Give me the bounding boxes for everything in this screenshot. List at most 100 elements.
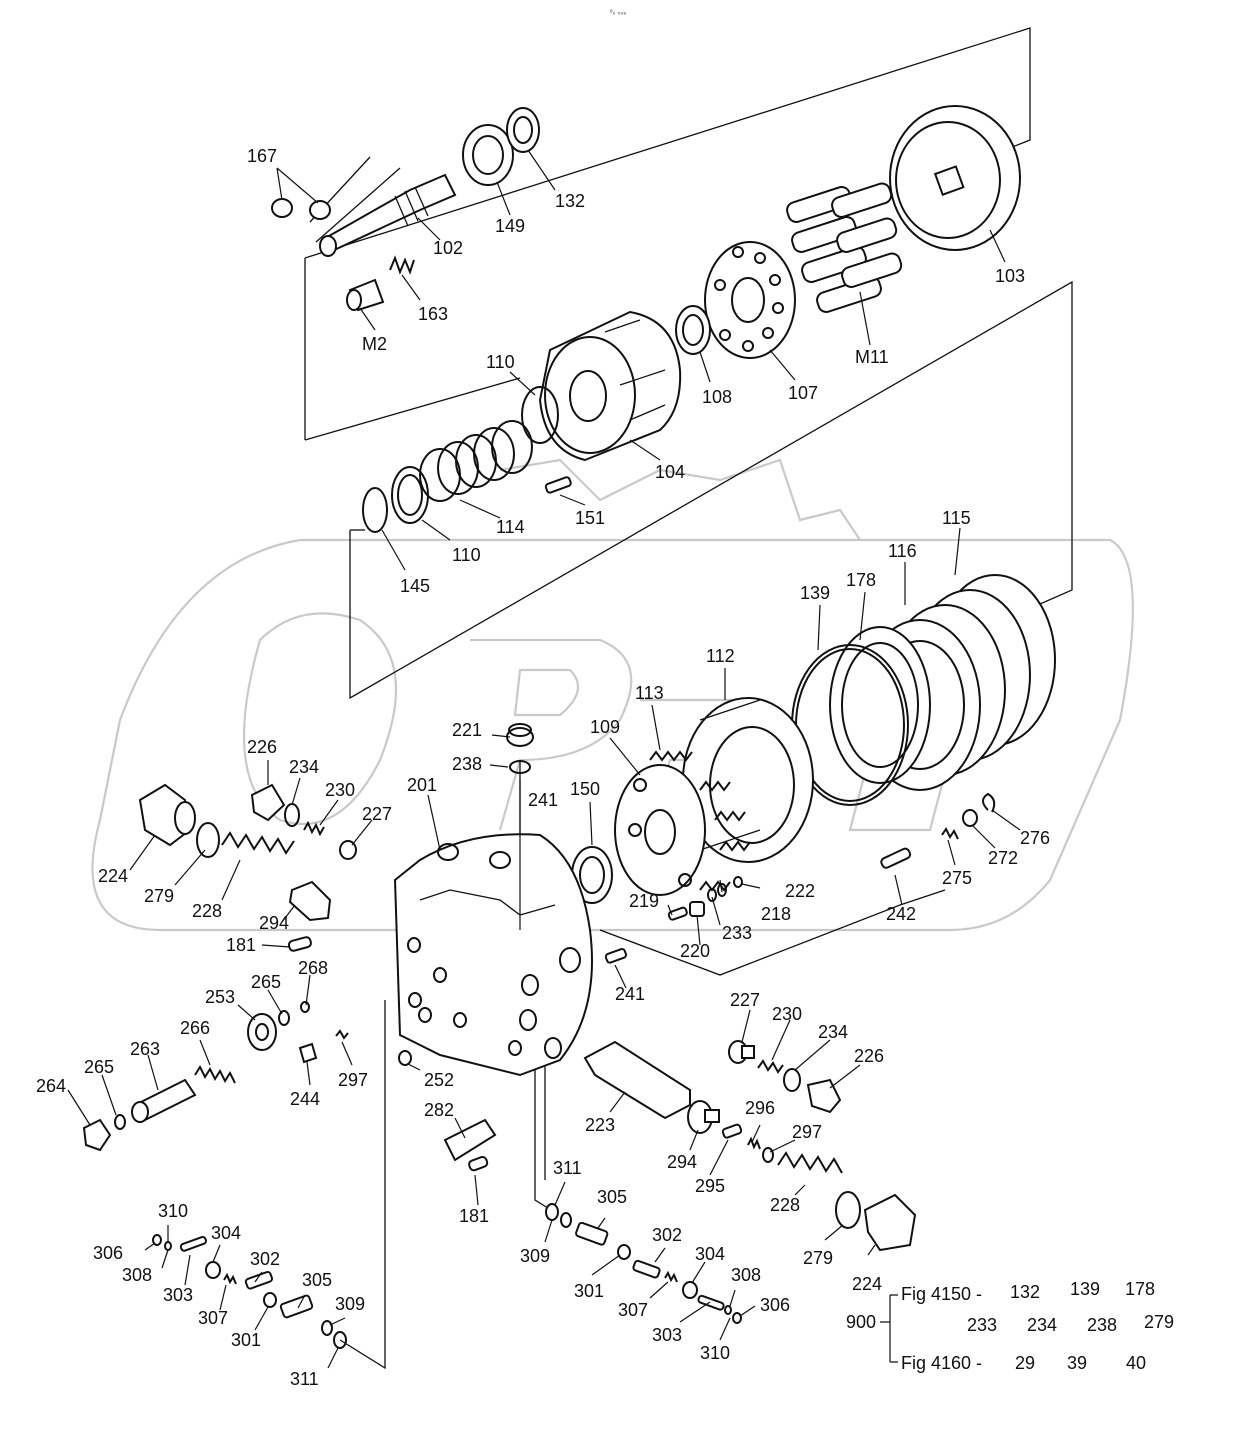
spool-263 <box>131 1078 197 1123</box>
motor-housing-201 <box>393 833 593 1077</box>
pin-241-bottom <box>604 948 628 964</box>
washer-110-bottom <box>391 466 429 524</box>
legend-fig-4150: Fig 4150 - <box>901 1284 982 1304</box>
label-311-right: 311 <box>553 1158 582 1178</box>
plug-M2 <box>346 278 385 312</box>
label-223: 223 <box>585 1115 615 1135</box>
o-ring-265-bottom <box>114 1114 126 1130</box>
piston-227-right <box>728 1040 755 1064</box>
label-303-left: 303 <box>163 1285 193 1305</box>
label-151: 151 <box>575 508 605 528</box>
label-307-right: 307 <box>618 1300 648 1320</box>
legend-part-238: 238 <box>1087 1315 1117 1335</box>
legend-part-132: 132 <box>1010 1282 1040 1302</box>
label-218: 218 <box>761 904 791 924</box>
legend-part-233: 233 <box>967 1315 997 1335</box>
spring-228-left <box>221 831 295 855</box>
o-ring-238 <box>509 760 531 774</box>
label-263: 263 <box>130 1039 160 1059</box>
label-310-left: 310 <box>158 1201 188 1221</box>
plug-252 <box>398 1050 412 1066</box>
pins-218-219-220-222-233 <box>667 876 743 921</box>
label-220: 220 <box>680 941 710 961</box>
label-219: 219 <box>629 891 659 911</box>
shaft-102 <box>309 156 457 257</box>
pin-151 <box>544 476 572 494</box>
plug-297-left <box>335 1029 349 1040</box>
label-252: 252 <box>424 1070 454 1090</box>
pin-181-top <box>287 936 312 952</box>
label-304-left: 304 <box>211 1223 241 1243</box>
label-304-right: 304 <box>695 1244 725 1264</box>
key-pin-167 <box>271 198 331 220</box>
label-310-right: 310 <box>700 1343 730 1363</box>
label-305-left: 305 <box>302 1270 332 1290</box>
plug-224-left <box>138 783 196 847</box>
label-227-right: 227 <box>730 990 760 1010</box>
snap-ring-145 <box>362 487 388 533</box>
check-valve-group-left <box>152 1234 347 1349</box>
pin-181-bottom <box>468 1155 489 1172</box>
plug-282 <box>443 1118 497 1162</box>
label-264: 264 <box>36 1076 66 1096</box>
assembly-legend: 900 Fig 4150 - 132 139 178 233 234 238 2… <box>846 1279 1174 1373</box>
label-306-left: 306 <box>93 1243 123 1263</box>
label-241-bottom: 241 <box>615 984 645 1004</box>
label-228-right: 228 <box>770 1195 800 1215</box>
label-110-bottom: 110 <box>452 545 481 565</box>
spool-223 <box>583 1040 691 1120</box>
label-297-right: 297 <box>792 1122 822 1142</box>
label-305-right: 305 <box>597 1187 627 1207</box>
bearing-149 <box>462 124 514 186</box>
label-108: 108 <box>702 387 732 407</box>
pistons-M11 <box>786 182 903 313</box>
label-103: 103 <box>995 266 1025 286</box>
seal-132 <box>506 107 540 153</box>
spring-230-right <box>757 1059 784 1074</box>
label-226-right: 226 <box>854 1046 884 1066</box>
label-266: 266 <box>180 1018 210 1038</box>
label-228-left: 228 <box>192 901 222 921</box>
poppet-294-left <box>288 880 332 922</box>
label-201: 201 <box>407 775 437 795</box>
label-265-bottom: 265 <box>84 1057 114 1077</box>
legend-part-40: 40 <box>1126 1353 1146 1373</box>
o-ring-265-top <box>278 1010 290 1026</box>
plug-226-left <box>250 783 286 822</box>
valve-242 <box>880 847 912 869</box>
label-M11: M11 <box>855 347 889 367</box>
label-295: 295 <box>695 1176 725 1196</box>
label-234-left: 234 <box>289 757 319 777</box>
label-178: 178 <box>846 570 876 590</box>
o-ring-234-right <box>783 1068 801 1092</box>
label-307-left: 307 <box>198 1308 228 1328</box>
spring-296 <box>747 1136 761 1150</box>
label-149: 149 <box>495 216 525 236</box>
label-227-left: 227 <box>362 804 392 824</box>
sleeve-253 <box>247 1013 277 1051</box>
brake-piston-112 <box>682 697 814 863</box>
plug-226-right <box>806 1078 842 1114</box>
plug-244 <box>298 1042 318 1064</box>
spring-114 <box>419 420 533 502</box>
poppet-294-right <box>687 1100 720 1134</box>
legend-part-234: 234 <box>1027 1315 1057 1335</box>
spring-266 <box>194 1064 236 1084</box>
label-301-right: 301 <box>574 1281 604 1301</box>
label-309-left: 309 <box>335 1294 365 1314</box>
label-297-left: 297 <box>338 1070 368 1090</box>
label-221: 221 <box>452 720 482 740</box>
label-104: 104 <box>655 462 685 482</box>
label-116: 116 <box>888 541 917 561</box>
label-276: 276 <box>1020 828 1050 848</box>
o-ring-279-left <box>196 822 220 858</box>
label-181-bottom: 181 <box>459 1206 489 1226</box>
label-112: 112 <box>706 646 735 666</box>
spring-228-right <box>777 1151 843 1174</box>
label-115: 115 <box>942 508 971 528</box>
snap-ring-276 <box>982 792 996 813</box>
label-242: 242 <box>886 904 916 924</box>
label-308-right: 308 <box>731 1265 761 1285</box>
label-306-right: 306 <box>760 1295 790 1315</box>
